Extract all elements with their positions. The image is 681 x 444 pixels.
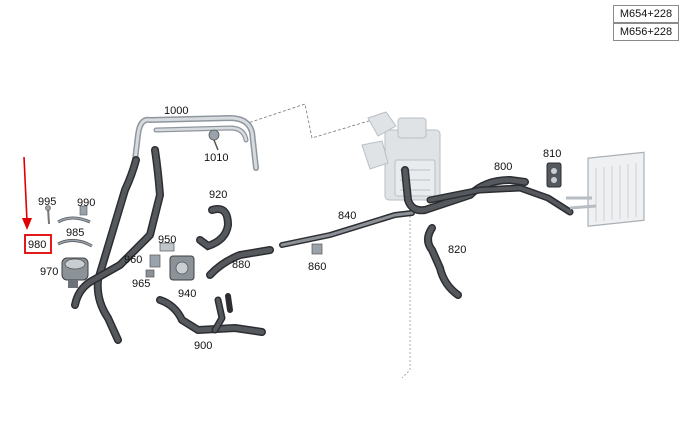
callout-860: 860 xyxy=(308,261,326,273)
clip-1010 xyxy=(208,129,220,151)
valve-cluster xyxy=(145,242,195,281)
hose-800 xyxy=(401,166,574,216)
highlight-box-980 xyxy=(24,234,52,254)
variant-label-1: M654+228 xyxy=(613,5,679,23)
leader-dashed xyxy=(244,103,373,139)
callout-950: 950 xyxy=(158,234,176,246)
callout-960: 960 xyxy=(124,254,142,266)
pipe-1000 xyxy=(132,115,259,171)
callout-980: 980 xyxy=(28,239,46,251)
callout-840: 840 xyxy=(338,210,356,222)
callout-800: 800 xyxy=(494,161,512,173)
callout-995: 995 xyxy=(38,196,56,208)
callout-1010: 1010 xyxy=(204,152,228,164)
hose-820 xyxy=(424,224,462,299)
clip-860 xyxy=(311,243,323,255)
callout-970: 970 xyxy=(40,266,58,278)
callout-940: 940 xyxy=(178,288,196,300)
hose-920 xyxy=(196,205,233,251)
variant-label-2: M656+228 xyxy=(613,23,679,41)
callout-965: 965 xyxy=(132,278,150,290)
leader-dashed-2 xyxy=(401,200,411,379)
callout-990: 990 xyxy=(77,197,95,209)
hose-left-group xyxy=(71,146,164,344)
callout-985: 985 xyxy=(66,227,84,239)
pipe-840 xyxy=(279,210,415,248)
callout-920: 920 xyxy=(209,189,227,201)
heat-exchanger xyxy=(587,151,645,227)
pump-970 xyxy=(61,257,89,288)
callout-900: 900 xyxy=(194,340,212,352)
pipes-to-exchanger xyxy=(566,196,597,210)
callout-810: 810 xyxy=(543,148,561,160)
callout-820: 820 xyxy=(448,244,466,256)
highlight-arrow xyxy=(22,156,32,230)
hose-880 xyxy=(206,246,274,279)
coolant-module xyxy=(361,111,441,201)
hose-900 xyxy=(156,293,266,336)
small-parts-left xyxy=(45,205,93,248)
callout-880: 880 xyxy=(232,259,250,271)
valve-810 xyxy=(546,162,562,188)
callout-1000: 1000 xyxy=(164,105,188,117)
